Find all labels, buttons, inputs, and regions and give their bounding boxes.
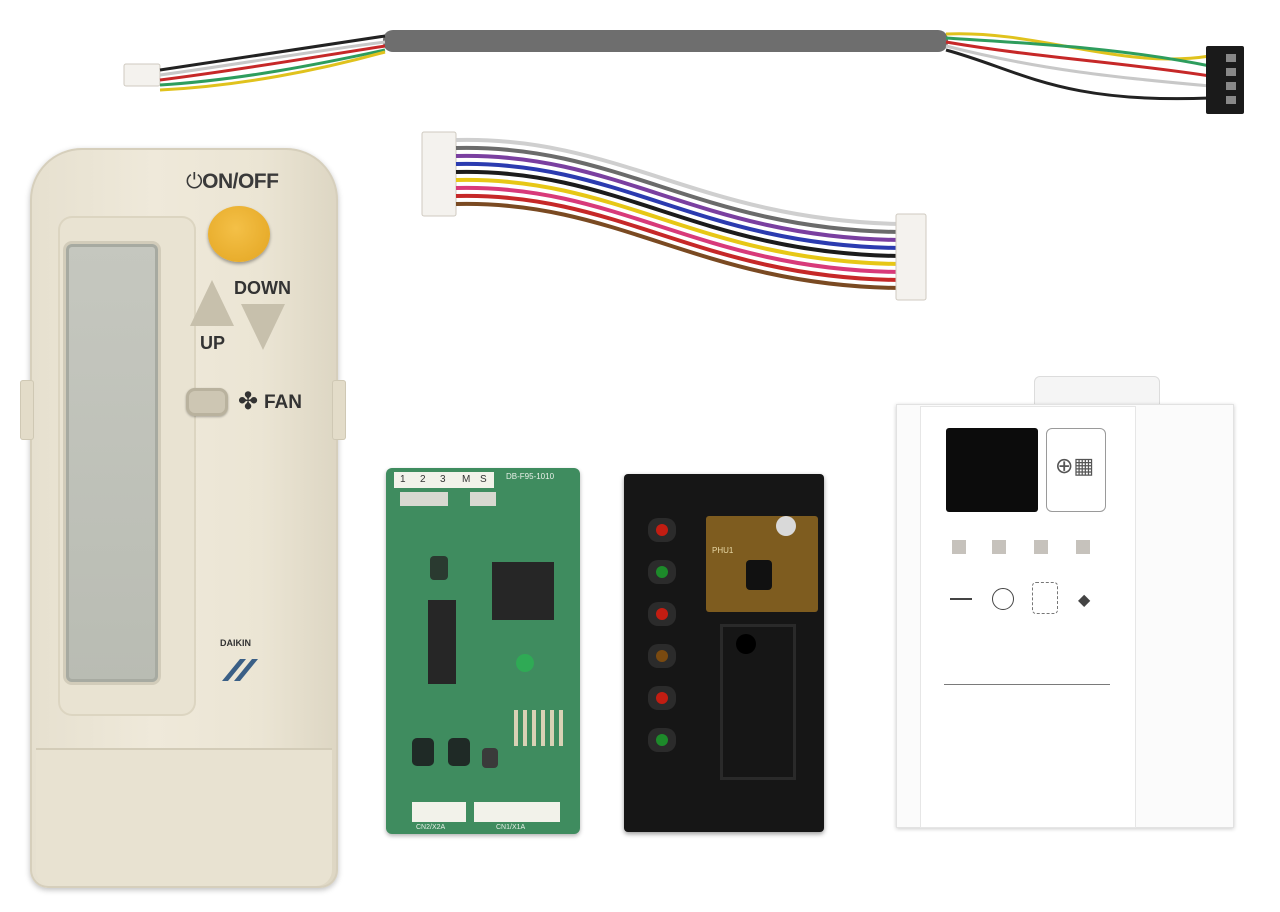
- sensor-board: PHU1: [706, 516, 818, 612]
- led-window: [648, 644, 676, 668]
- switch-label-2: 2: [420, 474, 426, 485]
- switch-label-3: 3: [440, 474, 446, 485]
- on-off-label: ⏻ON/OFF: [186, 170, 279, 193]
- led-window: [648, 518, 676, 542]
- led-window: [648, 602, 676, 626]
- up-label: UP: [200, 333, 226, 353]
- indicator-lamp: [992, 540, 1006, 554]
- operation-icon: [950, 598, 972, 600]
- microcontroller-chip: [492, 562, 554, 620]
- connector-cn2[interactable]: [412, 802, 466, 822]
- screw-hole: [736, 634, 756, 654]
- led-5: [656, 734, 668, 746]
- capacitor: [482, 748, 498, 768]
- filter-icon: [1032, 582, 1058, 614]
- fan-button[interactable]: [186, 388, 228, 416]
- led-window: [648, 728, 676, 752]
- daikin-logo-icon: [222, 659, 258, 681]
- on-off-button[interactable]: [208, 206, 270, 262]
- receiver-unit: ⊕▦ ◆: [896, 376, 1240, 832]
- indicator-lamp: [1034, 540, 1048, 554]
- fan-icon: ✤: [238, 388, 259, 415]
- switch-label-s: S: [480, 474, 487, 485]
- led-window: [648, 560, 676, 584]
- led-2: [656, 608, 668, 620]
- ic-chip: [428, 600, 456, 684]
- led-0: [656, 524, 668, 536]
- led-4: [656, 692, 668, 704]
- down-button[interactable]: [241, 304, 285, 350]
- remote-lcd-screen: [66, 244, 158, 682]
- ir-receiver: [746, 560, 772, 590]
- slide-switch-ms[interactable]: [470, 492, 496, 506]
- dip-switch-block[interactable]: 1 2 3 M S: [394, 472, 494, 488]
- sensor-board-label: PHU1: [712, 546, 734, 555]
- connector-cn2-label: CN2/X2A: [416, 824, 446, 831]
- timer-icon: [992, 588, 1014, 610]
- connector-cn1[interactable]: [474, 802, 560, 822]
- capacitor: [776, 516, 796, 536]
- led-3: [656, 650, 668, 662]
- switch-label-m: M: [462, 474, 471, 485]
- plus-grid-icon: ⊕▦: [1055, 453, 1095, 478]
- led-window: [648, 686, 676, 710]
- receiver-cover-line: [944, 684, 1110, 685]
- green-led: [516, 654, 534, 672]
- remote-side-tab-right: [332, 380, 346, 440]
- remote-control: ⏻ON/OFF DOWN UP ✤ FAN DAIKIN: [20, 148, 346, 896]
- receiver-ir-window: [946, 428, 1038, 512]
- up-button[interactable]: [190, 280, 234, 326]
- sensor-housing: PHU1: [624, 474, 824, 832]
- indicator-lamp: [952, 540, 966, 554]
- capacitor: [412, 738, 434, 766]
- circuit-board: 1 2 3 M S DB-F95-1010 CN2/X2A CN1/X1A: [386, 468, 580, 834]
- wire-harness-4pin: [123, 30, 1244, 114]
- led-1: [656, 566, 668, 578]
- connector-cn1-label: CN1/X1A: [496, 824, 526, 831]
- rainbow-ribbon-cable: [421, 131, 927, 301]
- remote-side-tab-left: [20, 380, 34, 440]
- power-icon: ⏻: [186, 170, 203, 193]
- capacitor: [430, 556, 448, 580]
- resistor-array: [514, 710, 566, 746]
- brand-name: DAIKIN: [220, 638, 251, 648]
- remote-battery-cover: [36, 748, 332, 886]
- capacitor: [448, 738, 470, 766]
- down-label: DOWN: [234, 278, 291, 298]
- mounting-slot: [720, 624, 796, 780]
- board-code: DB-F95-1010: [506, 472, 555, 481]
- receiver-button[interactable]: ⊕▦: [1046, 428, 1106, 512]
- defrost-icon: ◆: [1078, 592, 1091, 609]
- fan-label: FAN: [264, 392, 302, 413]
- slide-switch[interactable]: [400, 492, 448, 506]
- switch-label-1: 1: [400, 474, 406, 485]
- indicator-lamp: [1076, 540, 1090, 554]
